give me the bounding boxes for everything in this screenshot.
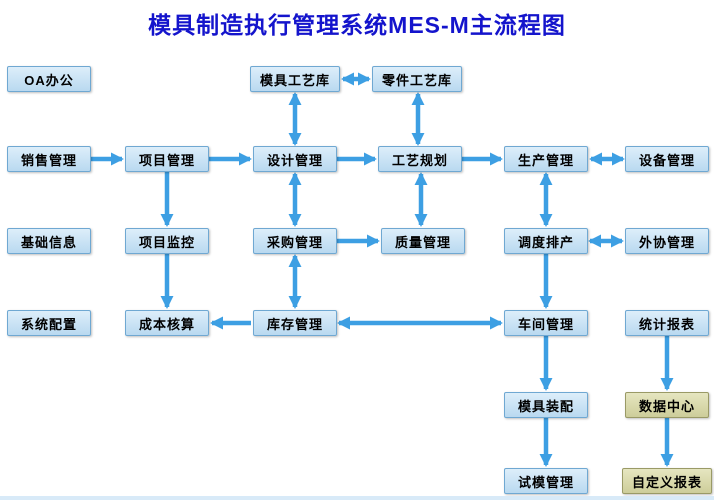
node-workshop-mgmt: 车间管理 — [504, 310, 588, 336]
node-scheduling: 调度排产 — [504, 228, 588, 254]
node-mold-process-lib: 模具工艺库 — [250, 66, 340, 92]
node-design-mgmt: 设计管理 — [253, 146, 337, 172]
node-purchase-mgmt: 采购管理 — [253, 228, 337, 254]
node-cost-accounting: 成本核算 — [125, 310, 209, 336]
node-project-mgmt: 项目管理 — [125, 146, 209, 172]
node-mold-assembly: 模具装配 — [504, 392, 588, 418]
node-statistics-report: 统计报表 — [625, 310, 709, 336]
node-trial-mold-mgmt: 试模管理 — [504, 468, 588, 494]
node-sales-mgmt: 销售管理 — [7, 146, 91, 172]
node-process-planning: 工艺规划 — [378, 146, 462, 172]
node-project-monitor: 项目监控 — [125, 228, 209, 254]
node-oa-office: OA办公 — [7, 66, 91, 92]
node-part-process-lib: 零件工艺库 — [372, 66, 462, 92]
diagram-title: 模具制造执行管理系统MES-M主流程图 — [148, 12, 566, 38]
node-basic-info: 基础信息 — [7, 228, 91, 254]
node-outsourcing-mgmt: 外协管理 — [625, 228, 709, 254]
node-quality-mgmt: 质量管理 — [381, 228, 465, 254]
node-system-config: 系统配置 — [7, 310, 91, 336]
node-custom-report: 自定义报表 — [622, 468, 712, 494]
node-inventory-mgmt: 库存管理 — [253, 310, 337, 336]
window-bottom-edge — [0, 496, 714, 500]
node-production-mgmt: 生产管理 — [504, 146, 588, 172]
node-data-center: 数据中心 — [625, 392, 709, 418]
node-equipment-mgmt: 设备管理 — [625, 146, 709, 172]
